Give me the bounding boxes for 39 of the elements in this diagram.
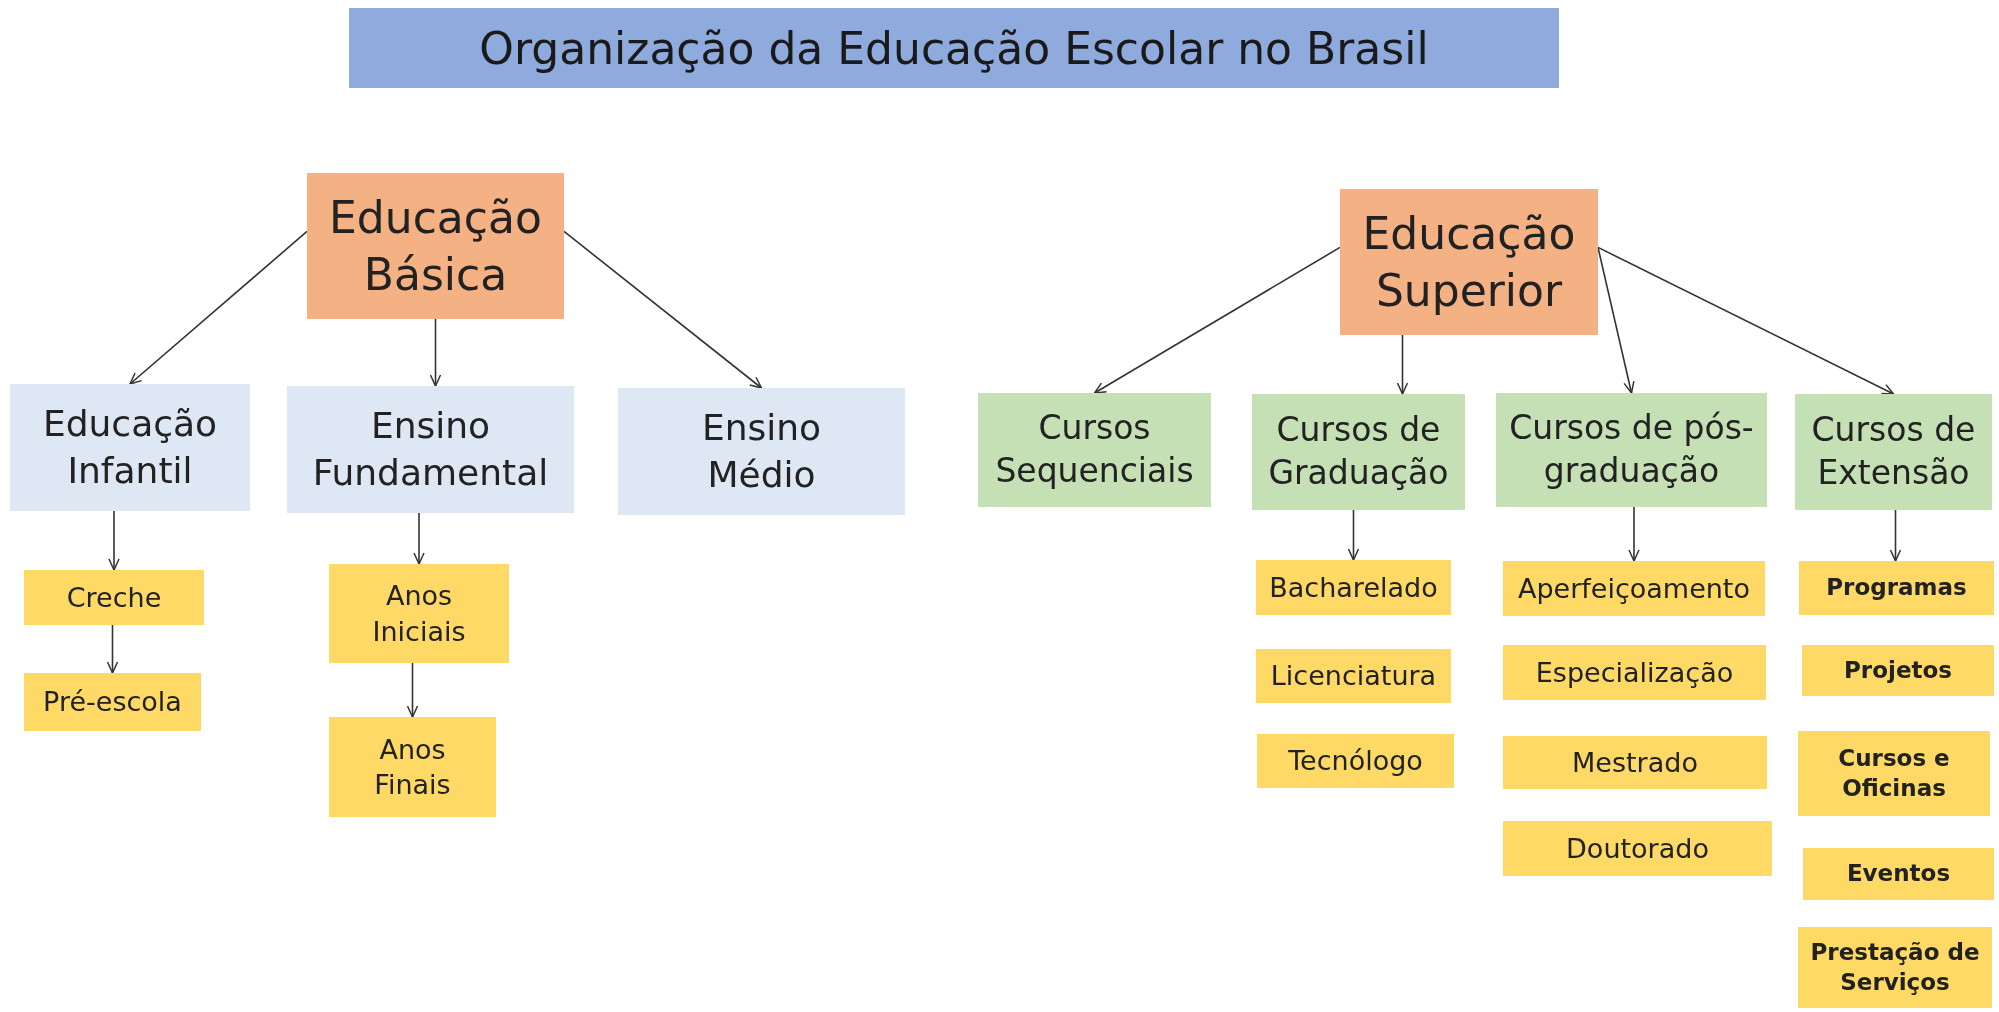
course-box: Cursos de Graduação bbox=[1252, 394, 1465, 510]
level-box: Ensino Fundamental bbox=[287, 386, 574, 513]
level-box: Educação Infantil bbox=[10, 384, 250, 511]
item-box: Mestrado bbox=[1503, 736, 1767, 789]
level-box: Ensino Médio bbox=[618, 388, 905, 515]
item-box: Programas bbox=[1799, 561, 1994, 615]
item-box: Prestação de Serviços bbox=[1798, 927, 1992, 1008]
course-box: Cursos de pós-graduação bbox=[1496, 393, 1767, 507]
arrow bbox=[108, 510, 120, 571]
category-box: Educação Superior bbox=[1340, 189, 1598, 335]
arrow bbox=[129, 230, 308, 385]
title-banner: Organização da Educação Escolar no Brasil bbox=[349, 8, 1559, 88]
arrow bbox=[1889, 509, 1902, 562]
item-box: Tecnólogo bbox=[1257, 734, 1454, 788]
item-box: Doutorado bbox=[1503, 821, 1772, 876]
item-box: Bacharelado bbox=[1256, 560, 1451, 615]
arrow bbox=[1597, 246, 1895, 395]
course-box: Cursos Sequenciais bbox=[978, 393, 1211, 507]
arrow bbox=[106, 624, 119, 674]
arrow bbox=[429, 318, 442, 387]
course-box: Cursos de Extensão bbox=[1795, 394, 1992, 510]
arrow bbox=[1093, 246, 1341, 394]
arrow bbox=[1396, 334, 1409, 395]
arrow bbox=[413, 512, 425, 565]
item-box: Anos Iniciais bbox=[329, 564, 509, 663]
item-box: Anos Finais bbox=[329, 717, 496, 817]
arrow bbox=[1347, 509, 1360, 561]
arrow bbox=[563, 230, 763, 389]
item-box: Cursos e Oficinas bbox=[1798, 731, 1990, 816]
item-box: Especialização bbox=[1503, 645, 1766, 700]
item-box: Licenciatura bbox=[1256, 649, 1451, 703]
item-box: Creche bbox=[24, 570, 204, 625]
item-box: Projetos bbox=[1802, 645, 1994, 696]
item-box: Pré-escola bbox=[24, 673, 201, 731]
item-box: Eventos bbox=[1803, 848, 1994, 900]
arrow bbox=[1628, 506, 1640, 562]
category-box: Educação Básica bbox=[307, 173, 564, 319]
item-box: Aperfeiçoamento bbox=[1503, 561, 1765, 616]
arrow bbox=[406, 662, 419, 718]
